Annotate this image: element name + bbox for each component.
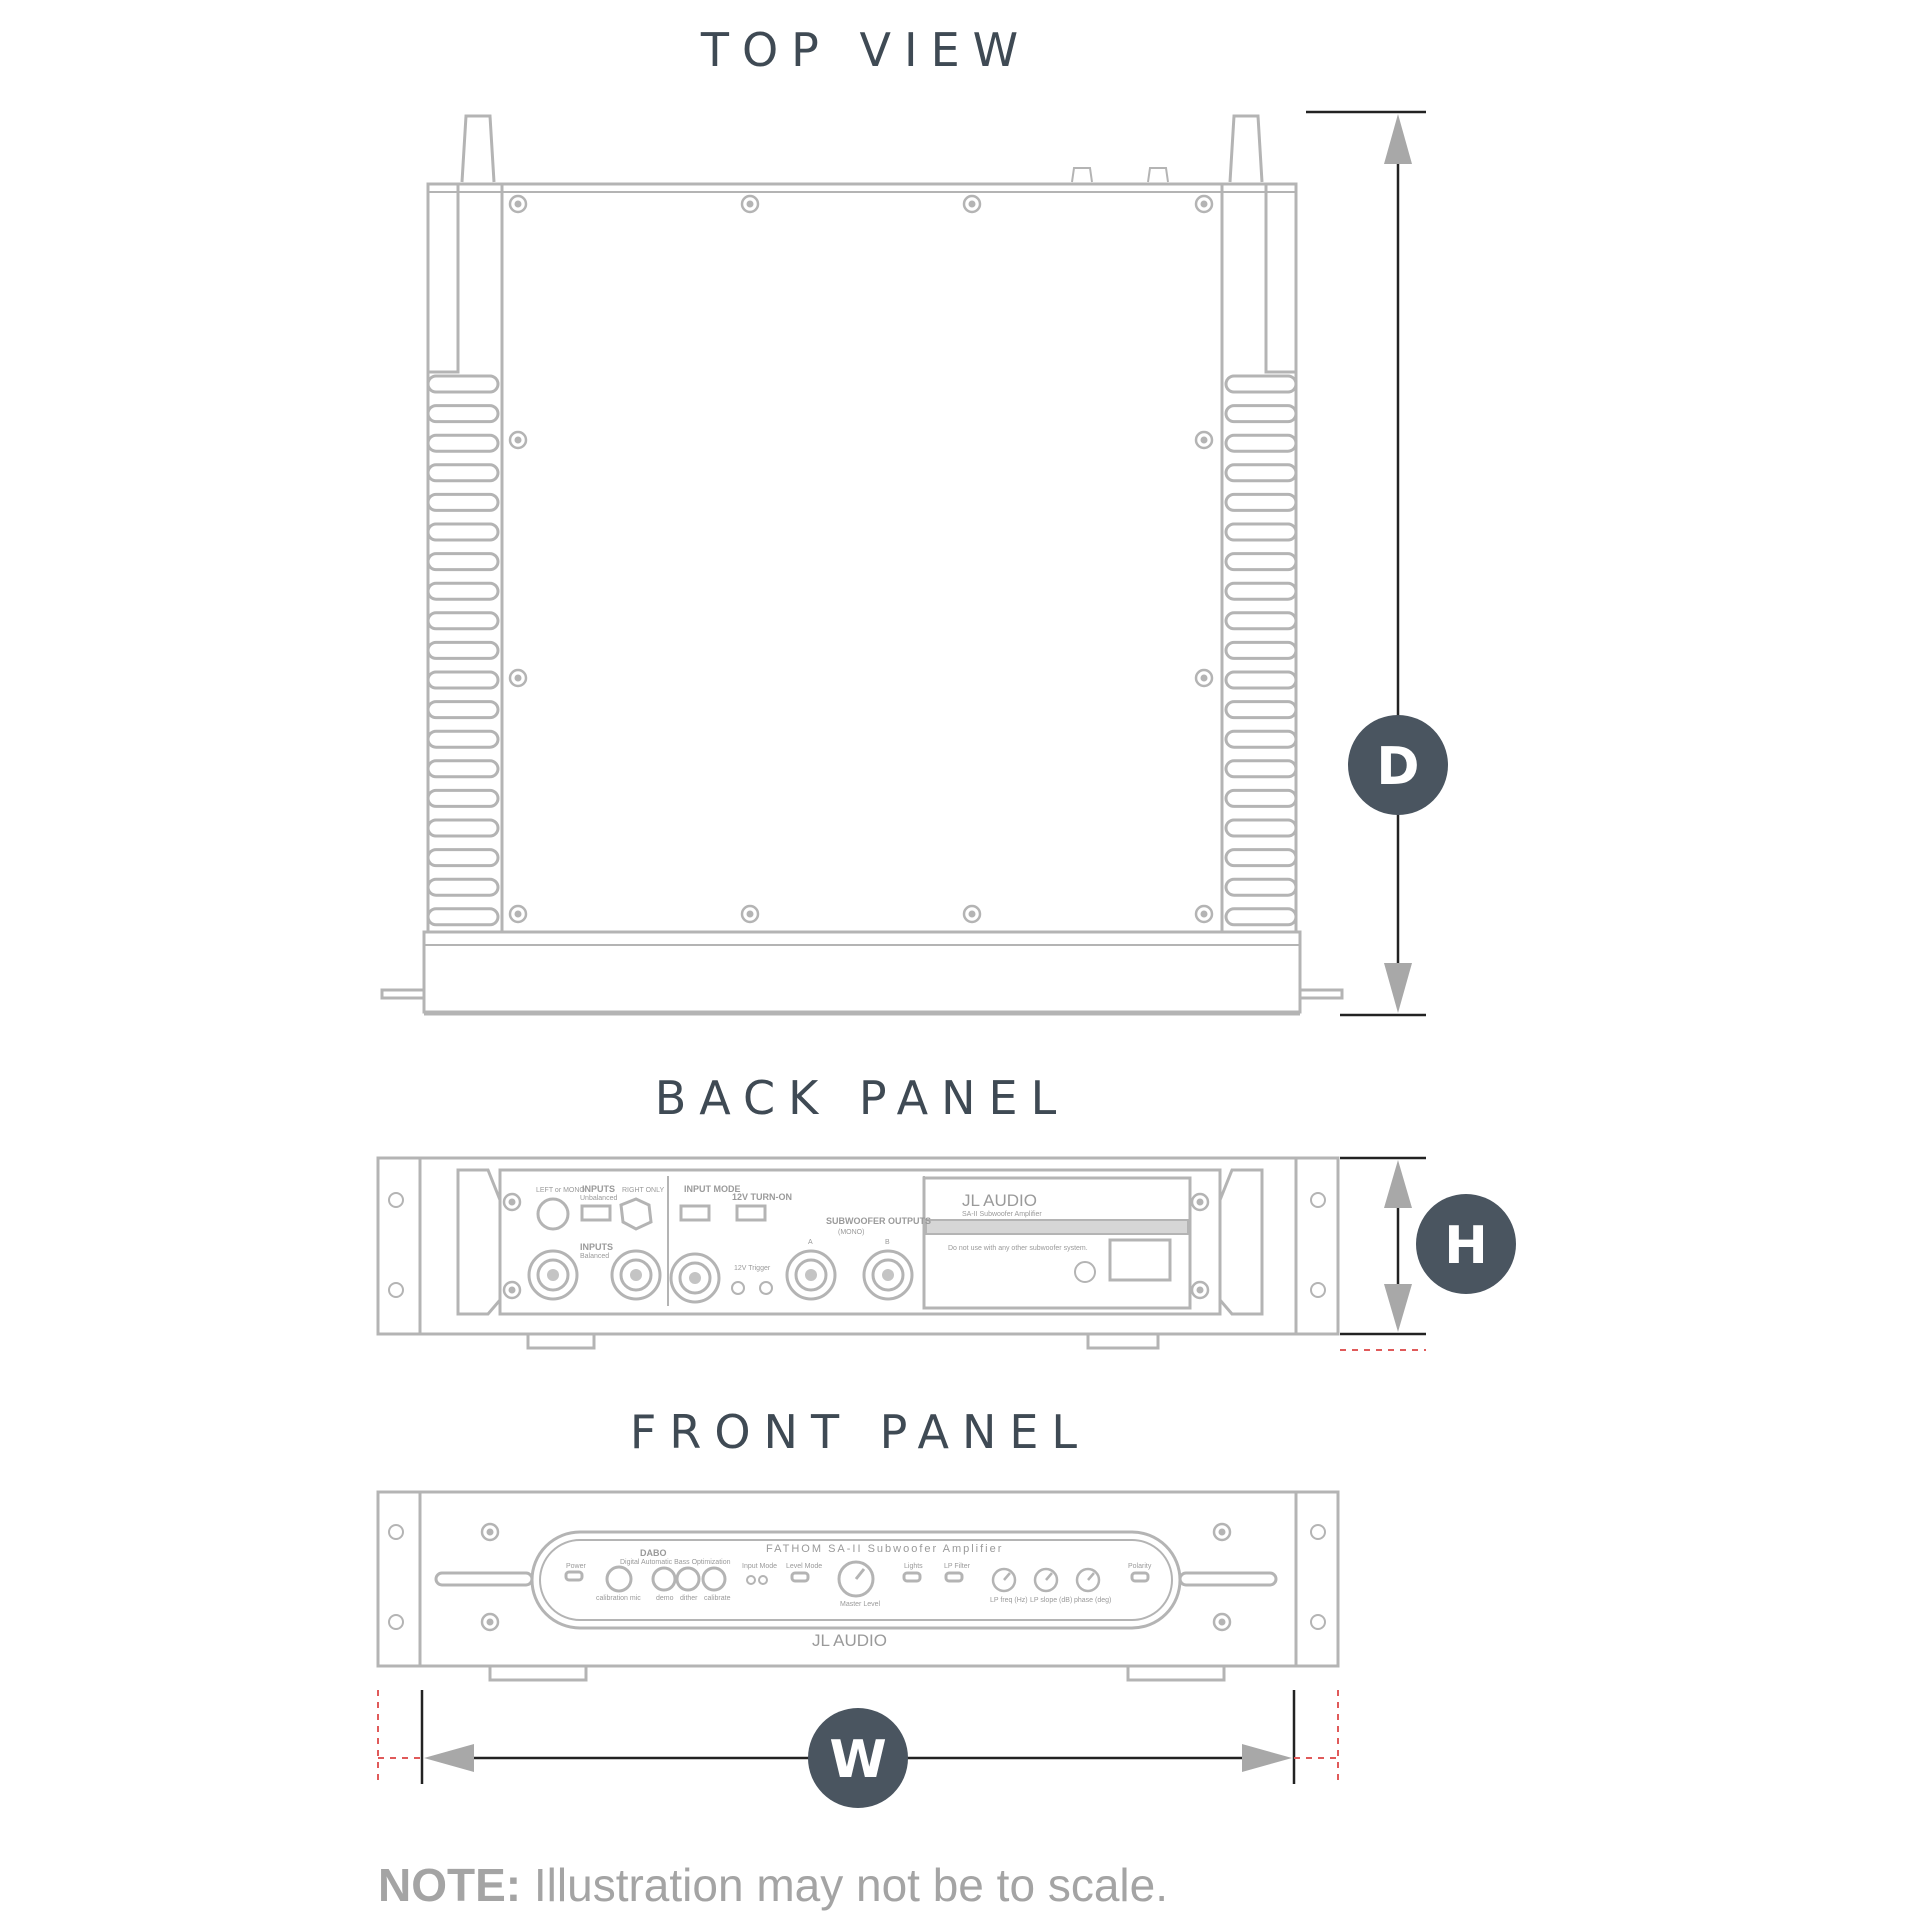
heatsink-fin — [1224, 877, 1298, 897]
heatsink-fin — [1224, 640, 1298, 660]
height-dimension: H — [1340, 1156, 1516, 1351]
back-left-or-mono: LEFT or MONO — [536, 1187, 585, 1194]
front-control-lp-filter: LP Filter — [944, 1563, 971, 1570]
front-control-input-mode: Input Mode — [742, 1563, 777, 1570]
back-outputs: SUBWOOFER OUTPUTS — [826, 1216, 931, 1226]
front-panel-title: FRONT PANEL — [630, 1405, 1090, 1459]
heatsink-fin — [1224, 581, 1298, 601]
heatsink-fin — [426, 522, 500, 542]
heatsink-fin — [1224, 700, 1298, 720]
back-input-mode: INPUT MODE — [684, 1184, 741, 1194]
back-mono: (MONO) — [838, 1229, 864, 1236]
heatsink-fin — [426, 433, 500, 453]
heatsink-fin — [426, 611, 500, 631]
front-knob-phase: phase (deg) — [1074, 1597, 1111, 1604]
heatsink-fin — [426, 640, 500, 660]
front-dabo-mic: calibration mic — [596, 1595, 641, 1602]
front-dabo-sub: Digital Automatic Bass Optimization — [620, 1559, 731, 1566]
heatsink-fins-left — [426, 374, 500, 927]
front-control-lights: Lights — [904, 1563, 923, 1570]
back-panel-title: BACK PANEL — [655, 1071, 1070, 1125]
back-balanced: Balanced — [580, 1253, 609, 1260]
scale-note: NOTE: Illustration may not be to scale. — [378, 1858, 1168, 1912]
heatsink-fin — [426, 700, 500, 720]
width-dimension: W — [377, 1690, 1339, 1808]
width-label: W — [829, 1730, 886, 1790]
back-inputs-unbalanced: INPUTS — [582, 1184, 615, 1194]
top-view-title: TOP VIEW — [700, 23, 1031, 77]
heatsink-fin — [426, 670, 500, 690]
depth-badge — [1348, 715, 1448, 815]
heatsink-fin — [1224, 818, 1298, 838]
note-text: Illustration may not be to scale. — [521, 1859, 1168, 1911]
heatsink-fin — [1224, 433, 1298, 453]
front-knob-lp-slope: LP slope (dB) — [1030, 1597, 1072, 1604]
width-badge — [808, 1708, 908, 1808]
heatsink-fin — [426, 907, 500, 927]
heatsink-fin — [1224, 611, 1298, 631]
heatsink-fin — [1224, 670, 1298, 690]
heatsink-fin — [426, 492, 500, 512]
heatsink-fin — [426, 818, 500, 838]
heatsink-fin — [1224, 907, 1298, 927]
heatsink-fin — [426, 463, 500, 483]
front-dabo-demo: demo — [656, 1595, 674, 1602]
heatsink-fin — [426, 581, 500, 601]
back-model: SA-II Subwoofer Amplifier — [962, 1211, 1042, 1218]
front-control-polarity: Polarity — [1128, 1563, 1152, 1570]
heatsink-fin — [426, 759, 500, 779]
depth-dimension: D — [1306, 110, 1448, 1017]
back-turn-on: 12V TURN-ON — [732, 1192, 792, 1202]
front-dabo: DABO — [640, 1548, 667, 1558]
back-panel-drawing: LEFT or MONO INPUTS Unbalanced RIGHT ONL… — [376, 1156, 1340, 1350]
heatsink-fin — [426, 877, 500, 897]
heatsink-fin — [1224, 492, 1298, 512]
back-out-b: B — [885, 1239, 890, 1246]
height-label: H — [1444, 1216, 1488, 1276]
heatsink-fin — [1224, 848, 1298, 868]
heatsink-fin — [1224, 729, 1298, 749]
back-brand: JL AUDIO — [962, 1191, 1037, 1210]
back-inputs-balanced: INPUTS — [580, 1242, 613, 1252]
back-trigger: 12V Trigger — [734, 1265, 771, 1272]
heatsink-fin — [426, 552, 500, 572]
heatsink-fins-right — [1224, 374, 1298, 927]
top-view-drawing — [380, 114, 1344, 1016]
back-unbalanced: Unbalanced — [580, 1195, 617, 1202]
top-view-screws — [508, 194, 1214, 924]
heatsink-fin — [426, 848, 500, 868]
heatsink-fin — [1224, 374, 1298, 394]
back-right-only: RIGHT ONLY — [622, 1187, 664, 1194]
heatsink-fin — [426, 788, 500, 808]
front-control-master-level: Master Level — [840, 1601, 881, 1608]
front-dabo-calibrate: calibrate — [704, 1595, 731, 1602]
heatsink-fin — [1224, 463, 1298, 483]
back-out-a: A — [808, 1239, 813, 1246]
heatsink-fin — [1224, 788, 1298, 808]
heatsink-fin — [1224, 552, 1298, 572]
front-dabo-dither: dither — [680, 1595, 698, 1602]
back-warning: Do not use with any other subwoofer syst… — [948, 1245, 1088, 1252]
depth-label: D — [1376, 737, 1419, 797]
heatsink-fin — [426, 729, 500, 749]
front-brand: JL AUDIO — [812, 1631, 887, 1650]
front-panel-drawing: FATHOM SA-II Subwoofer Amplifier DABO Di… — [376, 1490, 1340, 1682]
front-knob-lp-freq: LP freq (Hz) — [990, 1597, 1028, 1604]
front-control-power: Power — [566, 1563, 587, 1570]
front-model-line: FATHOM SA-II Subwoofer Amplifier — [766, 1543, 1003, 1555]
heatsink-fin — [1224, 522, 1298, 542]
heatsink-fin — [1224, 759, 1298, 779]
front-control-level-mode: Level Mode — [786, 1563, 822, 1570]
height-badge — [1416, 1194, 1516, 1294]
heatsink-fin — [426, 374, 500, 394]
heatsink-fin — [426, 404, 500, 424]
note-label: NOTE: — [378, 1859, 522, 1911]
heatsink-fin — [1224, 404, 1298, 424]
